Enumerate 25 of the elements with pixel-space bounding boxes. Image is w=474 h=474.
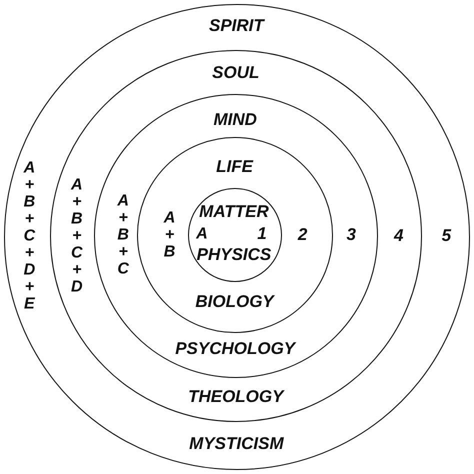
ring-number: 4 [394, 226, 404, 245]
ring-label: THEOLOGY [188, 388, 284, 406]
ring-number: 3 [346, 226, 356, 244]
ring-label: PSYCHOLOGY [175, 340, 296, 358]
formula-label: A + B + C + D [70, 176, 84, 296]
concentric-circle [188, 188, 282, 282]
concentric-circle [4, 4, 470, 470]
ring-label: MIND [213, 111, 257, 130]
concentric-circle [50, 50, 422, 422]
ring-label: SOUL [212, 64, 260, 82]
ring-number: 1 [257, 224, 267, 243]
ring-label: SPIRIT [209, 17, 264, 36]
formula-label: A [195, 225, 209, 242]
formula-label: A + B + C + D + E [22, 160, 36, 313]
ring-label: PHYSICS [196, 246, 272, 264]
ring-label: LIFE [216, 158, 253, 176]
ring-label: MATTER [199, 202, 269, 221]
ring-number: 2 [298, 226, 308, 244]
formula-label: A + B [162, 209, 176, 260]
concentric-circle [137, 137, 334, 334]
ring-label: BIOLOGY [195, 292, 274, 311]
concentric-circle [94, 94, 378, 378]
formula-label: A + B + C [116, 192, 130, 278]
ring-number: 5 [442, 227, 452, 246]
ring-label: MYSTICISM [189, 435, 284, 454]
